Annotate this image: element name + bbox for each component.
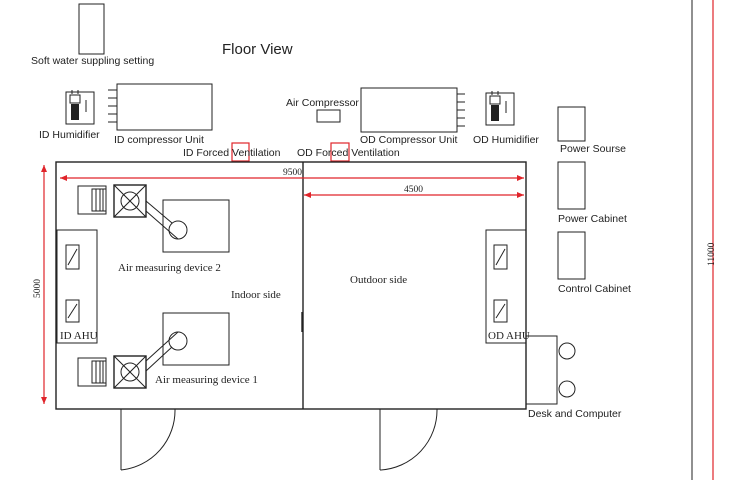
od-humidifier-label: OD Humidifier — [473, 134, 539, 146]
id-forced-ventilation-label: ID Forced Ventilation — [183, 147, 281, 159]
od-forced-ventilation-duct — [330, 142, 350, 162]
control-cabinet-box — [557, 231, 586, 280]
od-ahu-label: OD AHU — [488, 330, 530, 342]
id-humidifier-icon — [65, 90, 95, 125]
air-compressor-label: Air Compressor — [286, 97, 359, 109]
chamber-outline — [55, 161, 527, 410]
od-humidifier-icon — [485, 91, 515, 126]
outdoor-side-label: Outdoor side — [350, 274, 407, 286]
dimension-11000: 11000 — [707, 242, 717, 266]
od-compressor-label: OD Compressor Unit — [360, 134, 458, 146]
id-ahu-unit — [56, 229, 98, 344]
indoor-door — [120, 408, 176, 471]
air-measuring-device-1 — [77, 312, 230, 389]
id-forced-ventilation-duct — [231, 142, 250, 162]
diagram-title: Floor View — [222, 41, 293, 58]
id-compressor-label: ID compressor Unit — [114, 134, 204, 146]
dimension-4500: 4500 — [404, 185, 423, 195]
dimension-9500: 9500 — [283, 168, 302, 178]
air-measuring-device-1-label: Air measuring device 1 — [155, 374, 258, 386]
od-ahu-unit — [485, 229, 527, 344]
desk-and-computer — [526, 335, 576, 405]
desk-and-computer-label: Desk and Computer — [528, 408, 622, 420]
air-measuring-device-2-label: Air measuring device 2 — [118, 262, 221, 274]
air-compressor-unit — [316, 109, 341, 123]
control-cabinet-label: Control Cabinet — [558, 283, 631, 295]
id-compressor-unit — [108, 83, 213, 131]
od-forced-ventilation-label: OD Forced Ventilation — [297, 147, 400, 159]
od-compressor-unit — [360, 87, 465, 133]
soft-water-unit — [78, 3, 105, 55]
dimension-5000: 5000 — [33, 279, 43, 298]
power-cabinet-box — [557, 161, 586, 210]
power-cabinet-label: Power Cabinet — [558, 213, 627, 225]
indoor-side-label: Indoor side — [231, 289, 281, 301]
air-measuring-device-2 — [77, 184, 230, 253]
outdoor-door — [379, 408, 438, 471]
soft-water-label: Soft water suppling setting — [31, 55, 154, 67]
power-source-box — [557, 106, 586, 142]
power-source-label: Power Sourse — [560, 143, 626, 155]
id-humidifier-label: ID Humidifier — [39, 129, 100, 141]
id-ahu-label: ID AHU — [60, 330, 98, 342]
